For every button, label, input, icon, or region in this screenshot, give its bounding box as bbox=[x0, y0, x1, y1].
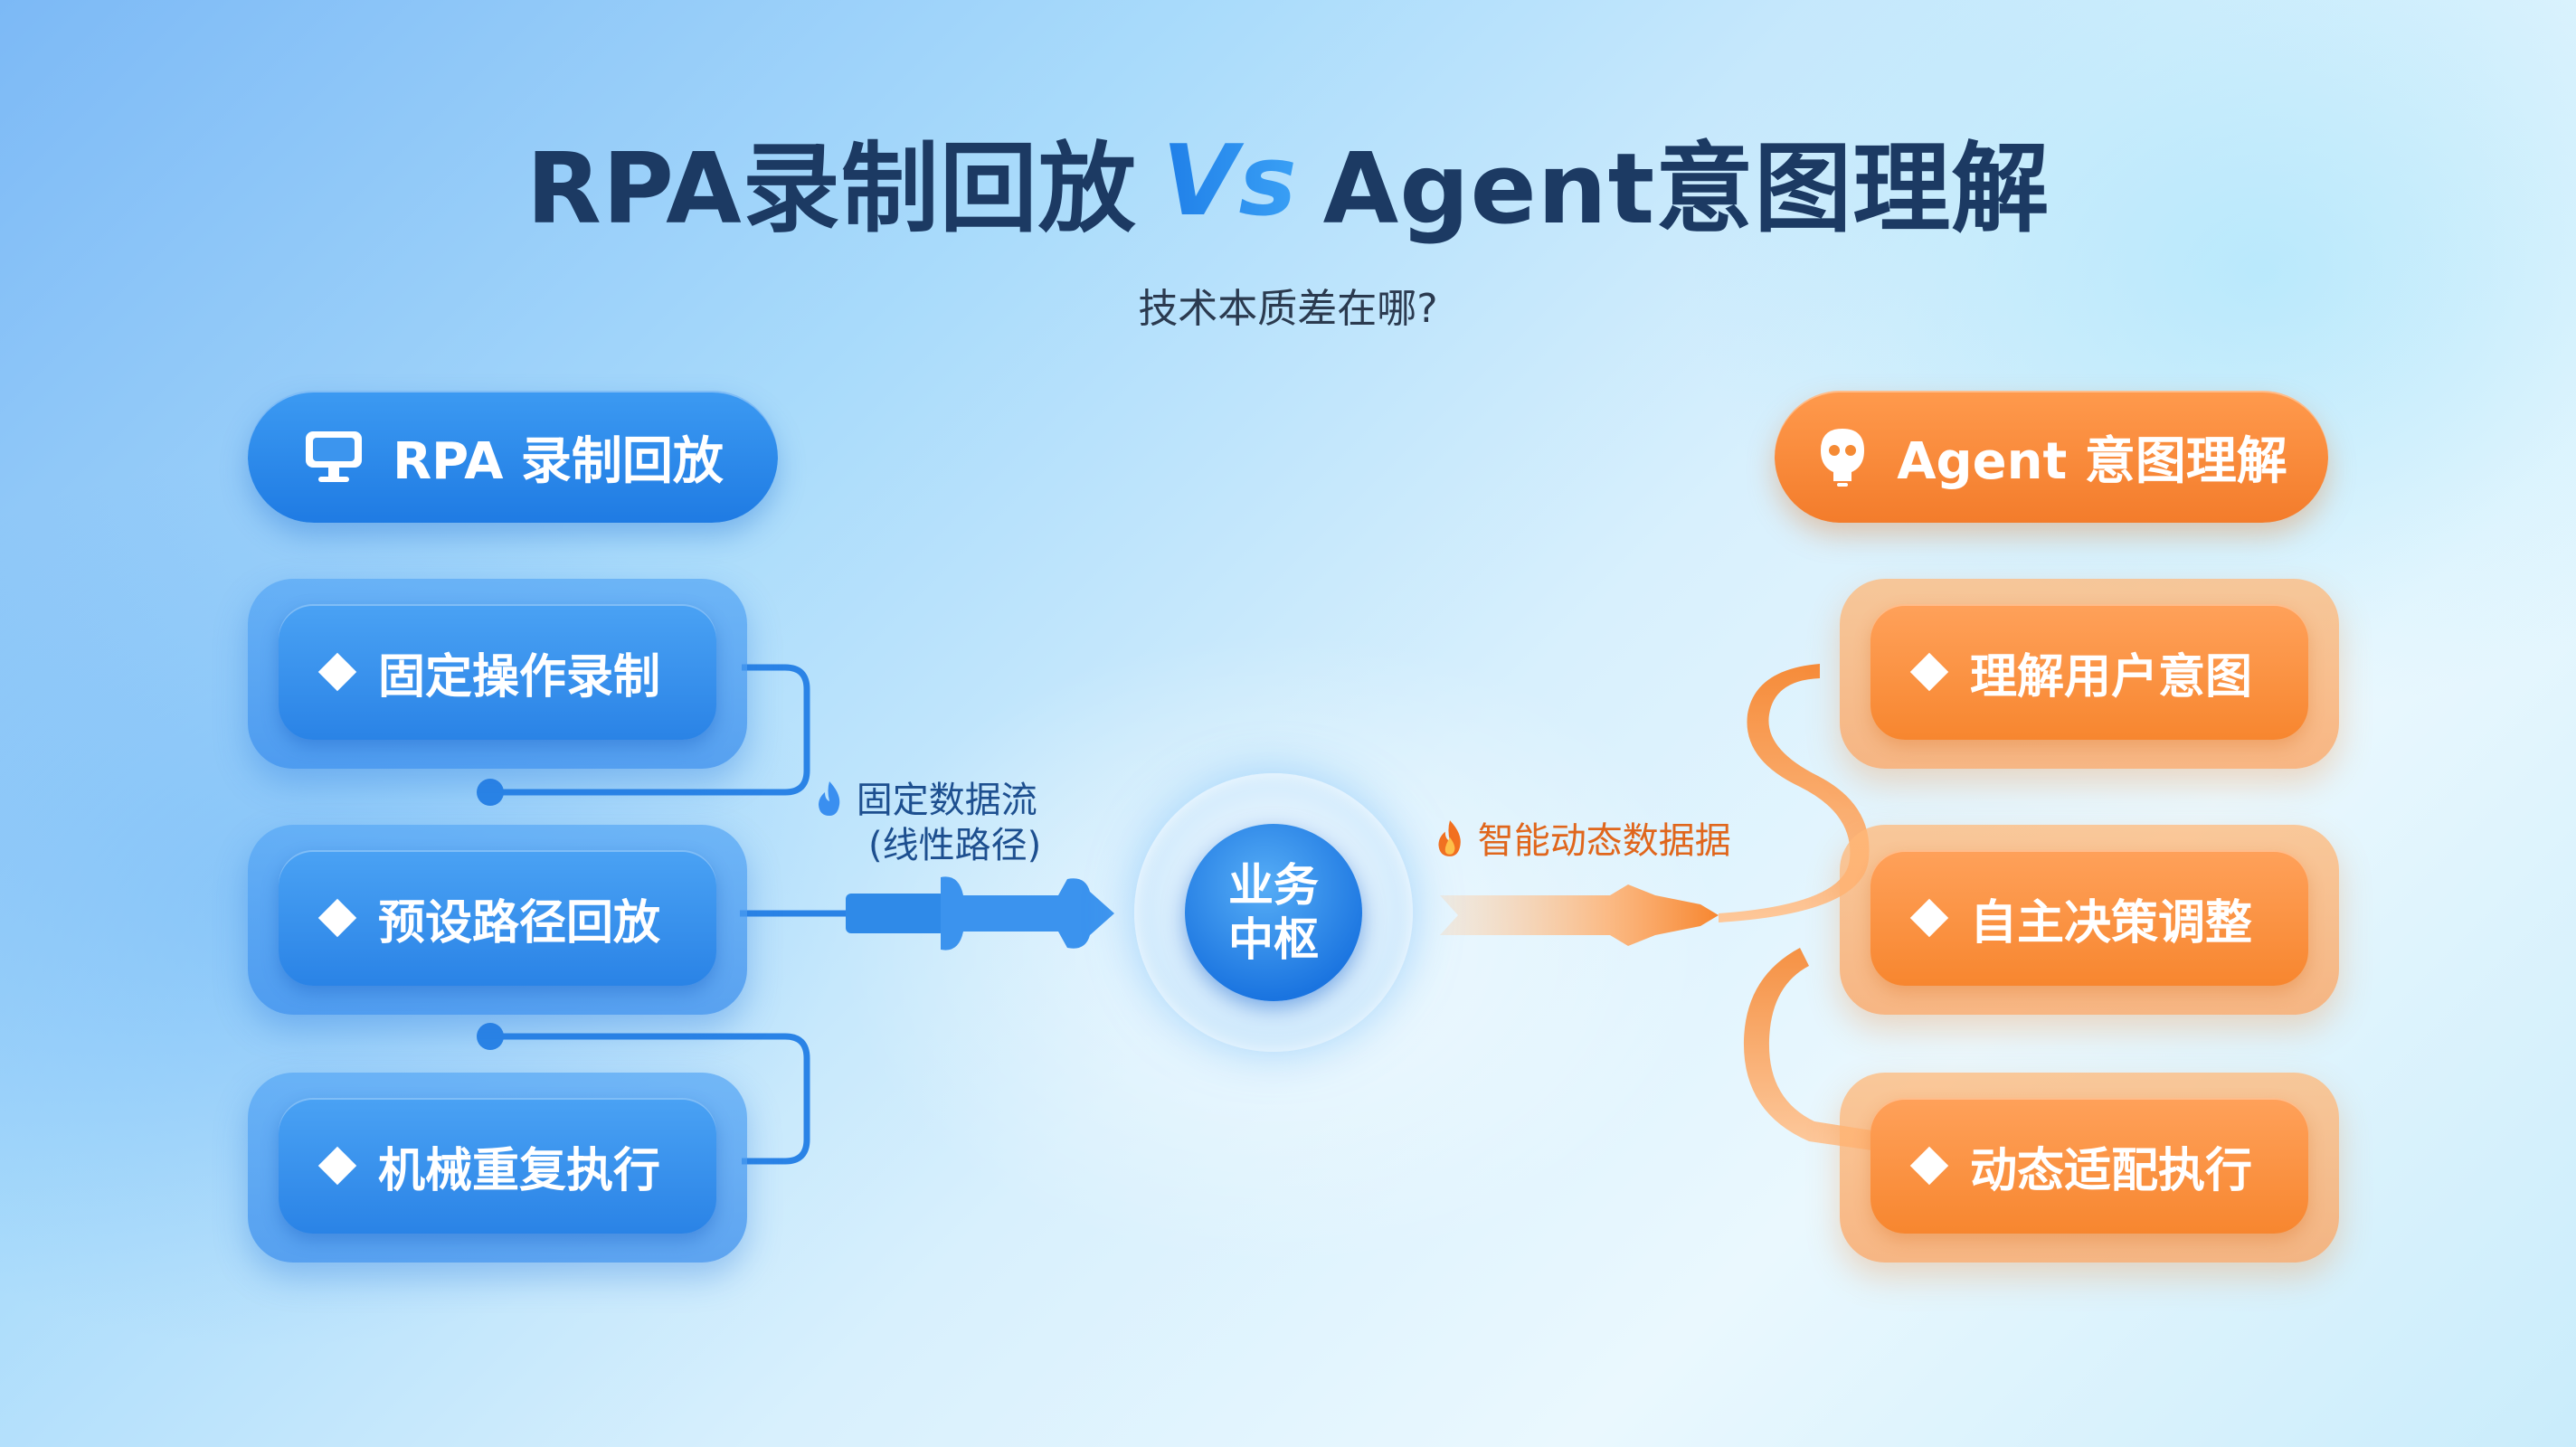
monitor-icon bbox=[306, 431, 363, 482]
agent-header-label: Agent 意图理解 bbox=[1897, 431, 2287, 491]
agent-flow-label: 智能动态数据据 bbox=[1434, 818, 1850, 864]
hub-line2: 中枢 bbox=[1228, 913, 1319, 966]
rpa-header-label: RPA 录制回放 bbox=[393, 431, 724, 491]
title-right: Agent意图理解 bbox=[1322, 133, 2050, 246]
title-left: RPA录制回放 bbox=[526, 133, 1137, 246]
robot-head-icon bbox=[1821, 429, 1865, 487]
rpa-node-1-label: 固定操作录制 bbox=[378, 649, 661, 705]
page-subtitle: 技术本质差在哪? bbox=[1138, 286, 1438, 332]
diamond-icon bbox=[317, 898, 357, 938]
right-ribbon-top bbox=[1719, 664, 1870, 922]
left-connector-dot-bottom bbox=[477, 1023, 504, 1050]
left-flow-nozzle bbox=[941, 876, 1114, 950]
flame-icon bbox=[1438, 820, 1461, 856]
rpa-header-pill: RPA 录制回放 bbox=[248, 391, 778, 523]
rpa-node-2: 预设路径回放 bbox=[248, 825, 747, 1015]
page-title: RPA录制回放 Vs Agent意图理解 bbox=[0, 118, 2576, 247]
diamond-icon bbox=[1909, 898, 1949, 938]
agent-flow-label-text: 智能动态数据据 bbox=[1477, 820, 1731, 862]
hub-line1: 业务 bbox=[1228, 859, 1319, 912]
rpa-node-3: 机械重复执行 bbox=[248, 1073, 747, 1263]
right-ribbon-bottom bbox=[1743, 948, 1872, 1150]
diamond-icon bbox=[1909, 652, 1949, 692]
left-flow-pipe bbox=[846, 894, 945, 933]
right-flow-arrow bbox=[1440, 884, 1719, 946]
agent-node-1: 理解用户意图 bbox=[1840, 579, 2339, 769]
flame-icon bbox=[819, 781, 840, 816]
diamond-icon bbox=[317, 652, 357, 692]
left-connector-bottom bbox=[490, 1033, 810, 1165]
agent-node-2: 自主决策调整 bbox=[1840, 825, 2339, 1015]
rpa-flow-label-line1: 固定数据流 bbox=[856, 780, 1037, 821]
diamond-icon bbox=[317, 1146, 357, 1186]
agent-node-3-label: 动态适配执行 bbox=[1970, 1143, 2253, 1198]
agent-node-3: 动态适配执行 bbox=[1840, 1073, 2339, 1263]
rpa-flow-label: 固定数据流 (线性路径) bbox=[814, 778, 1103, 868]
rpa-node-2-label: 预设路径回放 bbox=[378, 895, 661, 950]
left-connector-top bbox=[490, 664, 810, 796]
diamond-icon bbox=[1909, 1146, 1949, 1186]
business-hub: 业务 中枢 bbox=[1134, 773, 1413, 1052]
agent-node-1-label: 理解用户意图 bbox=[1970, 649, 2253, 705]
left-connector-dot-top bbox=[477, 779, 504, 806]
business-hub-core: 业务 中枢 bbox=[1185, 824, 1362, 1001]
rpa-node-1: 固定操作录制 bbox=[248, 579, 747, 769]
agent-node-2-label: 自主决策调整 bbox=[1970, 895, 2253, 950]
rpa-flow-label-line2: (线性路径) bbox=[868, 825, 1042, 866]
agent-header-pill: Agent 意图理解 bbox=[1775, 391, 2328, 523]
title-vs: Vs bbox=[1161, 124, 1298, 238]
rpa-node-3-label: 机械重复执行 bbox=[378, 1143, 661, 1198]
